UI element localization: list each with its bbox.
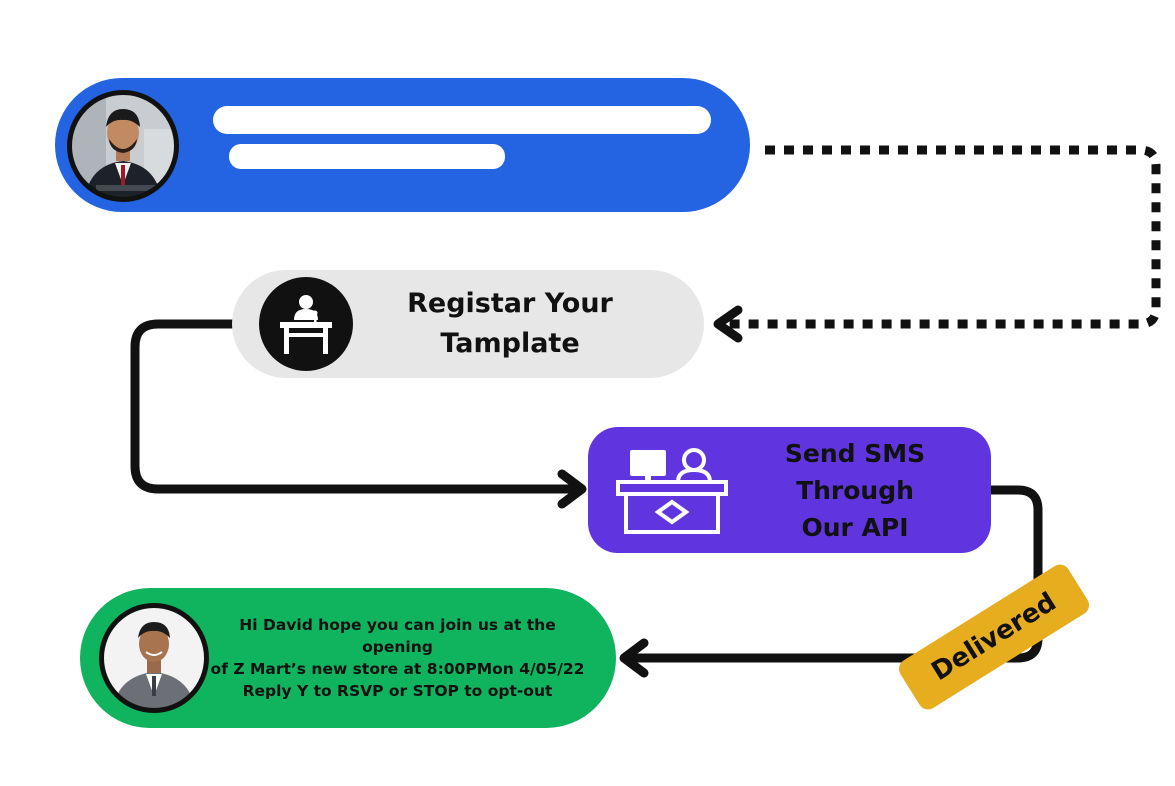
sms-message-line-3: Reply Y to RSVP or STOP to opt-out [242, 682, 553, 700]
solid-connector-right [625, 485, 1043, 663]
register-label-line-1: Registar Your [407, 288, 613, 319]
presenter-desk-icon [259, 277, 353, 371]
sms-message-line-2: of Z Mart’s new store at 8:00PMon 4/05/2… [210, 660, 585, 678]
solid-arrowhead-right [557, 469, 587, 509]
api-desk-icon [616, 448, 728, 534]
register-template-label: Registar Your Tamplate [360, 270, 660, 378]
placeholder-text-line-2 [229, 144, 505, 169]
dotted-arrowhead [713, 305, 743, 343]
solid-connector-left [130, 319, 583, 494]
send-sms-label: Send SMS Through Our API [730, 427, 980, 553]
placeholder-text-line-1 [213, 106, 711, 134]
solid-arrowhead-left [619, 638, 649, 678]
recipient-avatar [99, 603, 209, 713]
sms-message-line-1: Hi David hope you can join us at the ope… [239, 616, 556, 656]
send-label-line-1: Send SMS Through [784, 438, 926, 505]
send-label-line-2: Our API [801, 512, 909, 542]
dotted-connector [724, 145, 1161, 329]
sms-message-text: Hi David hope you can join us at the ope… [210, 588, 585, 728]
register-label-line-2: Tamplate [440, 328, 580, 359]
sender-avatar [67, 90, 179, 202]
